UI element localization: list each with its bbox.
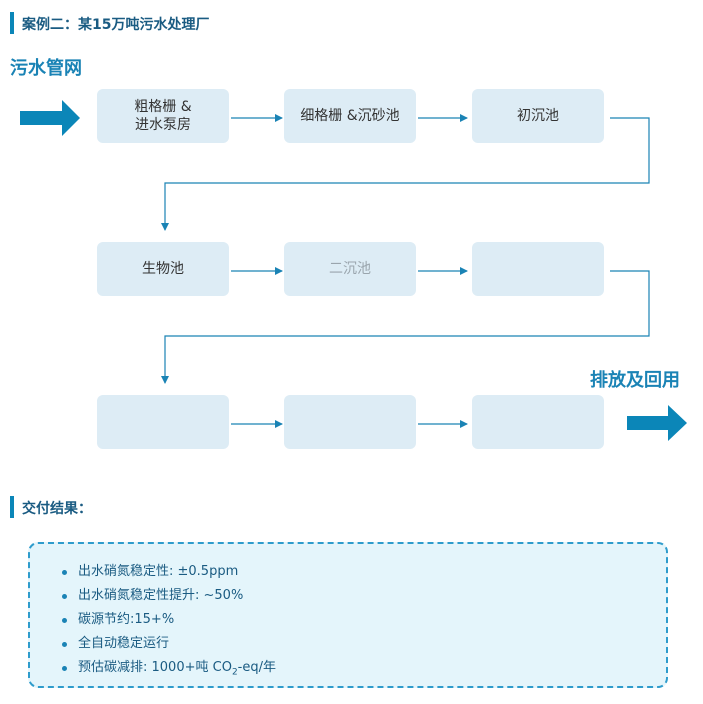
page-title: 案例二：某15万吨污水处理厂 xyxy=(22,17,210,33)
process-box-empty xyxy=(472,395,604,449)
process-box-empty xyxy=(284,395,416,449)
result-item-carbon-post: -eq/年 xyxy=(237,660,276,675)
outlet-arrow-icon xyxy=(627,405,687,441)
result-item: 碳源节约:15+% xyxy=(60,608,276,632)
result-item-carbon-pre: 预估碳减排: 1000+吨 CO xyxy=(78,660,232,675)
outlet-label: 排放及回用 xyxy=(590,370,680,391)
process-box-primary-clarifier: 初沉池 xyxy=(472,89,604,143)
results-list: 出水硝氮稳定性: ±0.5ppm 出水硝氮稳定性提升: ~50% 碳源节约:15… xyxy=(60,560,276,680)
result-item: 全自动稳定运行 xyxy=(60,632,276,656)
result-item: 出水硝氮稳定性: ±0.5ppm xyxy=(60,560,276,584)
inlet-label: 污水管网 xyxy=(10,58,82,79)
results-title: 交付结果： xyxy=(22,501,92,517)
process-box-bio-tank: 生物池 xyxy=(97,242,229,296)
result-item-carbon: 预估碳减排: 1000+吨 CO2-eq/年 xyxy=(60,656,276,680)
process-box-coarse-screen: 粗格栅 & 进水泵房 xyxy=(97,89,229,143)
process-box-fine-screen: 细格栅 &沉砂池 xyxy=(284,89,416,143)
inlet-arrow-icon xyxy=(20,100,80,136)
header-accent-bar xyxy=(10,12,14,34)
result-item-carbon-sub: 2 xyxy=(231,667,238,678)
process-box-empty xyxy=(472,242,604,296)
connector-arrow xyxy=(161,117,650,231)
connector-arrow xyxy=(161,270,650,384)
results-accent-bar xyxy=(10,496,14,518)
process-box-secondary-clarifier: 二沉池 xyxy=(284,242,416,296)
results-panel: 出水硝氮稳定性: ±0.5ppm 出水硝氮稳定性提升: ~50% 碳源节约:15… xyxy=(28,542,668,688)
result-item: 出水硝氮稳定性提升: ~50% xyxy=(60,584,276,608)
process-box-empty xyxy=(97,395,229,449)
